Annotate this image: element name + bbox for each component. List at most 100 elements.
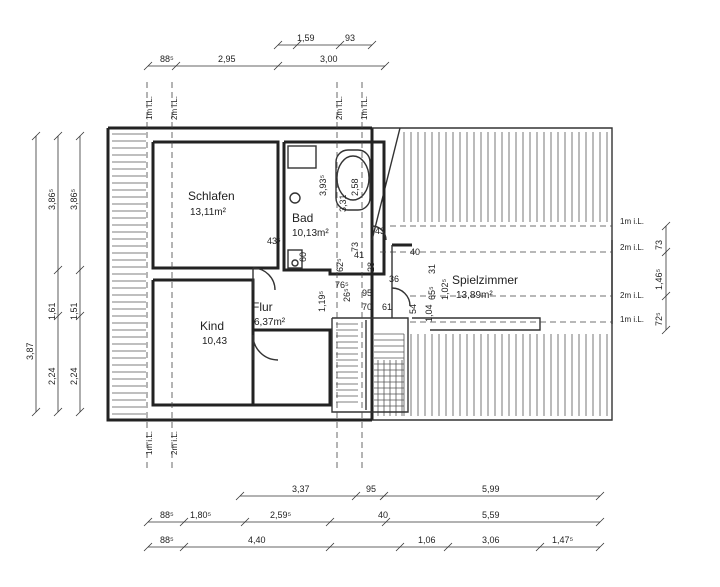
dim-tick (273, 40, 283, 50)
dimension-lines (35, 44, 667, 548)
room-area-kind: 10,43 (202, 336, 227, 347)
room-name-spielzimmer: Spielzimmer (452, 273, 518, 287)
room-name-bad: Bad (292, 211, 313, 225)
dim-int-1195: 1,19⁵ (317, 290, 327, 312)
dim-bottom-106: 1,06 (418, 535, 436, 545)
dim-int-1025: 1,02⁵ (440, 278, 450, 300)
sink-icon (287, 249, 303, 269)
label-1m-top-left: 1m i.L. (145, 96, 154, 120)
dim-int-31: 31 (427, 264, 437, 274)
dim-tick (53, 407, 63, 417)
door-swing-spielzimmer (391, 287, 411, 307)
dim-tick (53, 131, 63, 141)
label-2m-top-mid: 2m i.L. (335, 96, 344, 120)
dim-tick (292, 40, 302, 50)
dim-right-1465: 1,46⁵ (654, 268, 664, 290)
dim-int-61: 61 (382, 302, 392, 312)
dim-bottom-2595: 2,59⁵ (270, 510, 292, 520)
drain-icon (291, 259, 299, 267)
label-1m-right-bottom: 1m i.L. (620, 315, 644, 324)
dim-tick (595, 491, 605, 501)
dim-tick (335, 40, 345, 50)
label-2m-right-top: 2m i.L. (620, 243, 644, 252)
dim-right-725: 72⁵ (654, 312, 664, 326)
dim-tick (351, 491, 361, 501)
dim-int-3935: 3,93⁵ (318, 174, 328, 196)
dim-tick (325, 517, 335, 527)
dim-bottom-306: 3,06 (482, 535, 500, 545)
dim-int-73: 73 (350, 242, 360, 252)
dim-left-3865-b: 3,86⁵ (69, 188, 79, 210)
dim-tick (381, 517, 391, 527)
toilet-icon (289, 192, 301, 204)
dim-bottom-599: 5,99 (482, 484, 500, 494)
room-area-flur: 6,37m² (254, 317, 286, 328)
dim-int-265: 26⁵ (342, 288, 352, 302)
dim-tick (171, 61, 181, 71)
dim-tick (179, 542, 189, 552)
dim-bottom-40: 40 (378, 510, 388, 520)
dim-bottom-r2-885: 88⁵ (160, 510, 174, 520)
dim-top-93: 93 (345, 33, 355, 43)
dim-tick (75, 311, 85, 321)
dim-left-151: 1,51 (69, 302, 79, 320)
dim-top-300: 3,00 (320, 54, 338, 64)
room-area-schlafen: 13,11m² (190, 207, 227, 218)
dim-left-387: 3,87 (25, 342, 35, 360)
shower-icon (287, 145, 317, 169)
dim-right-73: 73 (654, 240, 664, 250)
dim-tick (367, 40, 377, 50)
dim-bottom-1805: 1,80⁵ (190, 510, 212, 520)
dim-tick (273, 61, 283, 71)
dim-left-161: 1,61 (47, 302, 57, 320)
dim-int-40: 40 (410, 247, 420, 257)
dim-tick (143, 61, 153, 71)
dim-top-159: 1,59 (297, 33, 315, 43)
bathtub-frame (335, 149, 371, 211)
dim-int-54: 54 (408, 304, 418, 314)
dim-bottom-1475: 1,47⁵ (552, 535, 574, 545)
dim-int-36: 36 (389, 274, 399, 284)
label-2m-bottom: 2m i.L. (170, 431, 179, 455)
dim-int-331: 3,31 (338, 194, 348, 212)
dimension-ticks (31, 40, 671, 552)
dim-left-224-b: 2,24 (69, 367, 79, 385)
dim-tick (379, 491, 389, 501)
interior-walls (151, 140, 541, 413)
dim-int-60: 60 (298, 252, 308, 262)
door-swing-bad (371, 225, 387, 241)
dim-bottom-r3-885: 88⁵ (160, 535, 174, 545)
dim-left-3865-a: 3,86⁵ (47, 188, 57, 210)
label-2m-right-bottom: 2m i.L. (620, 291, 644, 300)
dim-bottom-95: 95 (366, 484, 376, 494)
label-2m-top-left: 2m i.L. (170, 96, 179, 120)
dim-tick (75, 131, 85, 141)
dim-bottom-440: 4,40 (248, 535, 266, 545)
dim-bottom-337: 3,37 (292, 484, 310, 494)
room-area-spielzimmer: 13,89m² (456, 290, 493, 301)
dim-int-655: 65⁵ (427, 286, 437, 300)
headroom-lines (146, 82, 612, 470)
dim-int-435: 43⁵ (267, 236, 281, 246)
dim-tick (395, 542, 405, 552)
dim-tick (31, 131, 41, 141)
room-name-kind: Kind (200, 319, 224, 333)
dim-tick (75, 265, 85, 275)
dim-tick (661, 291, 671, 301)
dim-tick (443, 542, 453, 552)
dim-int-41: 41 (354, 250, 364, 260)
room-name-flur: Flur (252, 300, 273, 314)
dim-top-295: 2,95 (218, 54, 236, 64)
label-1m-top-mid: 1m i.L. (360, 96, 369, 120)
dim-int-70: 70 (362, 302, 372, 312)
room-name-schlafen: Schlafen (188, 189, 235, 203)
dim-tick (380, 61, 390, 71)
dim-tick (75, 407, 85, 417)
label-1m-bottom: 1m i.L. (145, 431, 154, 455)
dim-tick (595, 517, 605, 527)
dim-tick (53, 311, 63, 321)
dim-bottom-559: 5,59 (482, 510, 500, 520)
dim-tick (179, 517, 189, 527)
dim-tick (661, 221, 671, 231)
